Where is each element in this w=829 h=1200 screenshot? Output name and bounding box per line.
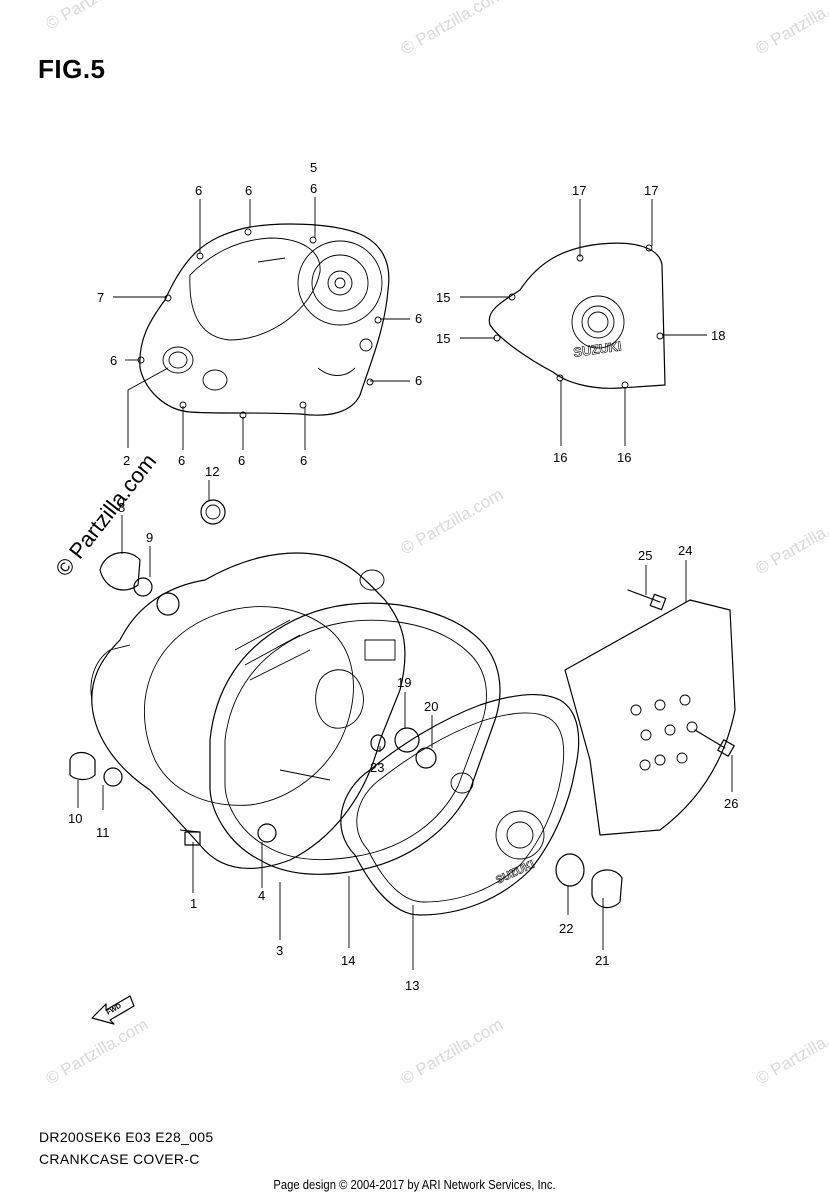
watermark-text: © Partzilla.com — [753, 1015, 829, 1089]
callout-15: 15 — [436, 290, 450, 305]
watermark-text: © Partzilla.com — [43, 1015, 152, 1089]
watermark-text: © Partzilla.com — [43, 0, 152, 33]
callout-18: 18 — [711, 328, 725, 343]
sprocket-guard-part — [564, 599, 736, 836]
callout-3: 3 — [276, 943, 283, 958]
callout-1: 1 — [190, 896, 197, 911]
callout-14: 14 — [341, 953, 355, 968]
callout-8: 8 — [118, 500, 125, 515]
callout-5: 5 — [310, 160, 317, 175]
page-credit: Page design © 2004-2017 by ARI Network S… — [273, 1178, 556, 1192]
watermark-text: © Partzilla.com — [753, 0, 829, 58]
callout-26: 26 — [724, 796, 738, 811]
callout-6: 6 — [310, 181, 317, 196]
callout-16: 16 — [617, 450, 631, 465]
model-code: DR200SEK6 E03 E28_005 — [39, 1129, 214, 1145]
callout-6: 6 — [415, 373, 422, 388]
watermark-text: © Partzilla.com — [398, 485, 507, 559]
callout-24: 24 — [678, 543, 692, 558]
figure-title: FIG.5 — [38, 54, 106, 84]
callout-9: 9 — [146, 530, 153, 545]
crankcase-cover-part — [90, 552, 406, 870]
callout-13: 13 — [405, 978, 419, 993]
magneto-cover-logo: SUZUKI — [572, 338, 622, 360]
small-parts — [69, 499, 735, 909]
callout-12: 12 — [205, 464, 219, 479]
callout-6: 6 — [195, 183, 202, 198]
callout-23: 23 — [370, 760, 384, 775]
outer-clutch-cover-part: SUZUKI — [340, 693, 580, 916]
callout-19: 19 — [397, 675, 411, 690]
callout-4: 4 — [258, 888, 265, 903]
callout-10: 10 — [68, 811, 82, 826]
callout-11: 11 — [96, 825, 110, 840]
watermark-diagonal-large: © Partzilla.com — [50, 449, 161, 581]
gasket-part — [209, 602, 501, 875]
watermark-text: © Partzilla.com — [753, 505, 829, 579]
callout-6: 6 — [415, 311, 422, 326]
callout-6: 6 — [245, 183, 252, 198]
watermark-layer: © Partzilla.com © Partzilla.com © Partzi… — [43, 0, 829, 1088]
watermark-text: © Partzilla.com — [398, 0, 507, 58]
callout-21: 21 — [595, 953, 609, 968]
callout-2: 2 — [123, 453, 130, 468]
watermark-text: © Partzilla.com — [398, 1015, 507, 1089]
callout-17: 17 — [644, 183, 658, 198]
callout-6: 6 — [110, 353, 117, 368]
callout-6: 6 — [178, 453, 185, 468]
magneto-cover-part: SUZUKI — [488, 242, 666, 389]
callout-22: 22 — [559, 921, 573, 936]
section-name: CRANKCASE COVER-C — [39, 1151, 200, 1167]
leader-lines — [77, 197, 733, 970]
callout-7: 7 — [97, 290, 104, 305]
callout-labels: 5 6 6 6 7 6 6 6 2 6 6 6 17 17 15 15 18 1… — [68, 160, 738, 993]
callout-25: 25 — [638, 548, 652, 563]
callout-6: 6 — [238, 453, 245, 468]
callout-16: 16 — [553, 450, 567, 465]
callout-17: 17 — [572, 183, 586, 198]
callout-6: 6 — [300, 453, 307, 468]
callout-15: 15 — [436, 331, 450, 346]
clutch-cover-part — [137, 223, 390, 419]
fwd-arrow-icon: FWD — [91, 995, 135, 1025]
callout-20: 20 — [424, 699, 438, 714]
